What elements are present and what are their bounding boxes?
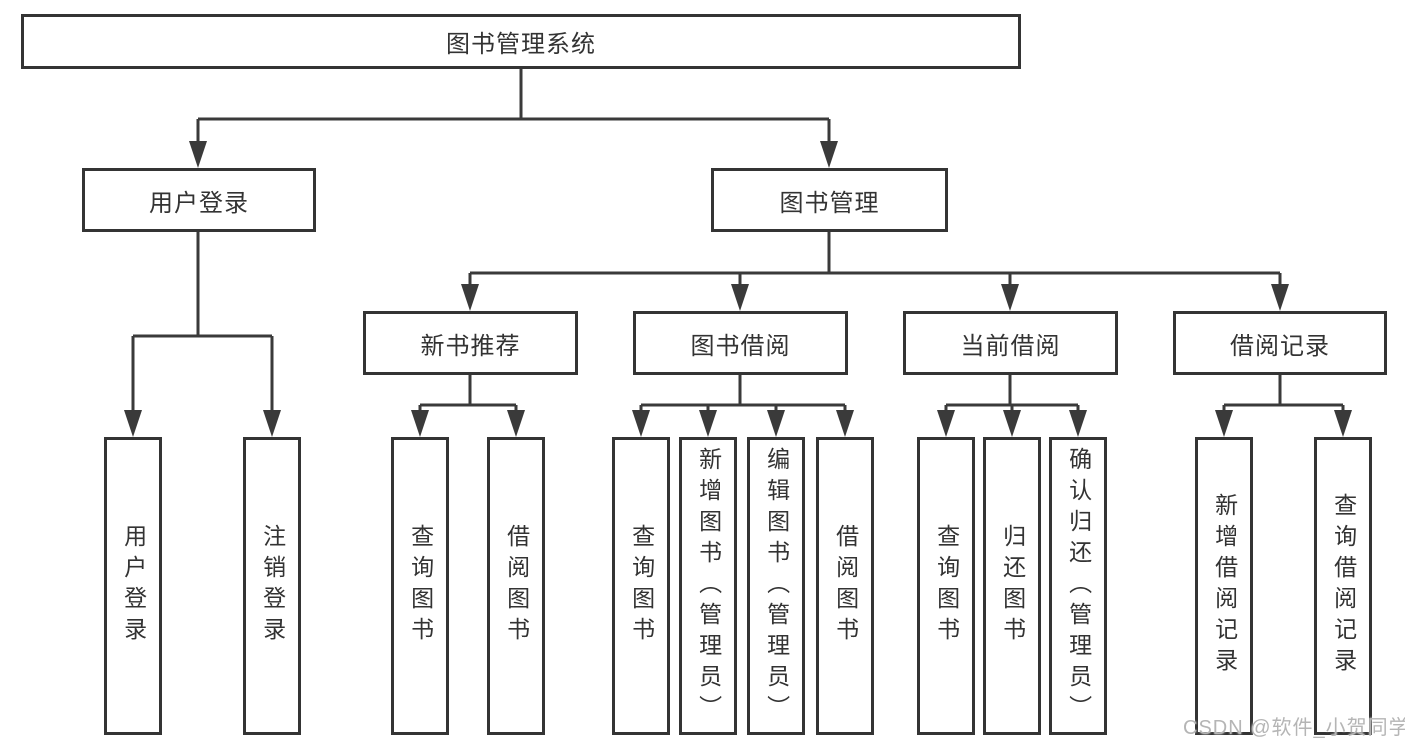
node-book-borrowing: 图书借阅 <box>633 311 848 375</box>
leaf-borrow-books: 借阅图书 <box>487 437 545 735</box>
leaf-label: 新增借阅记录 <box>1211 493 1238 679</box>
leaf-label: 确认归还（管理员） <box>1065 446 1092 726</box>
node-label: 图书借阅 <box>690 332 791 360</box>
leaf-add-borrow-record: 新增借阅记录 <box>1195 437 1253 735</box>
leaf-user-login: 用户登录 <box>104 437 162 735</box>
leaf-query-books: 查询图书 <box>391 437 449 735</box>
node-label: 用户登录 <box>149 189 249 217</box>
leaf-label: 借阅图书 <box>832 524 859 648</box>
node-label: 图书管理 <box>779 189 880 217</box>
leaf-label: 用户登录 <box>120 524 147 648</box>
leaf-return-books: 归还图书 <box>983 437 1041 735</box>
leaf-edit-book-admin: 编辑图书（管理员） <box>747 437 805 735</box>
leaf-label: 查询图书 <box>933 524 960 648</box>
leaf-label: 新增图书（管理员） <box>695 446 722 726</box>
leaf-label: 归还图书 <box>999 524 1026 648</box>
csdn-watermark: CSDN @软件_小贺同学 <box>1183 717 1405 739</box>
node-borrowing-records: 借阅记录 <box>1173 311 1387 375</box>
node-label: 借阅记录 <box>1230 332 1330 360</box>
leaf-query-books: 查询图书 <box>917 437 975 735</box>
leaf-add-book-admin: 新增图书（管理员） <box>679 437 737 735</box>
node-current-borrowing: 当前借阅 <box>903 311 1118 375</box>
leaf-query-books: 查询图书 <box>612 437 670 735</box>
leaf-logout: 注销登录 <box>243 437 301 735</box>
leaf-label: 查询图书 <box>628 524 655 648</box>
node-user-login: 用户登录 <box>82 168 316 232</box>
leaf-query-borrow-record: 查询借阅记录 <box>1314 437 1372 735</box>
leaf-label: 注销登录 <box>259 524 286 648</box>
leaf-label: 查询图书 <box>407 524 434 648</box>
leaf-label: 查询借阅记录 <box>1330 493 1357 679</box>
node-label: 图书管理系统 <box>446 31 596 58</box>
leaf-borrow-books: 借阅图书 <box>816 437 874 735</box>
leaf-label: 编辑图书（管理员） <box>763 446 790 726</box>
node-label: 当前借阅 <box>960 332 1061 360</box>
node-book-management: 图书管理 <box>711 168 948 232</box>
leaf-confirm-return-admin: 确认归还（管理员） <box>1049 437 1107 735</box>
node-book-management-system: 图书管理系统 <box>21 14 1021 69</box>
node-new-book-recommend: 新书推荐 <box>363 311 578 375</box>
leaf-label: 借阅图书 <box>503 524 530 648</box>
node-label: 新书推荐 <box>420 332 521 360</box>
